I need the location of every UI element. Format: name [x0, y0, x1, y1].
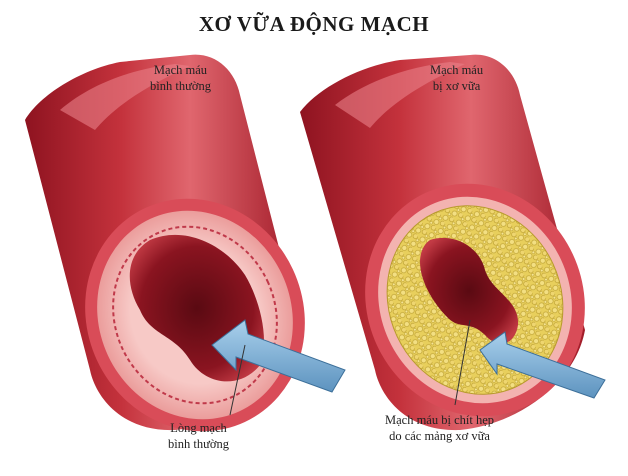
pointer-line-lumen: [229, 344, 246, 416]
label-normal-lumen: Lòng mạch bình thường: [168, 420, 229, 452]
pointer-line-plaque: [454, 319, 471, 406]
label-normal-vessel: Mạch máu bình thường: [150, 62, 211, 94]
label-diseased-vessel-line1: Mạch máu: [430, 63, 484, 77]
label-normal-lumen-line2: bình thường: [168, 437, 229, 451]
page-title: XƠ VỮA ĐỘNG MẠCH: [198, 12, 430, 36]
blood-flow-arrow-left: [211, 319, 346, 393]
diseased-vessel: [300, 54, 585, 431]
blood-flow-arrow-right: [479, 331, 606, 399]
label-narrowed-vessel-line1: Mạch máu bị chít hẹp: [385, 413, 494, 427]
label-narrowed-vessel-line2: do các mảng xơ vữa: [389, 429, 490, 443]
label-normal-vessel-line1: Mạch máu: [153, 63, 208, 77]
normal-vessel: [25, 54, 305, 432]
label-diseased-vessel-line2: bị xơ vữa: [432, 79, 481, 93]
label-diseased-vessel: Mạch máu bị xơ vữa: [430, 62, 483, 94]
label-narrowed-vessel: Mạch máu bị chít hẹp do các mảng xơ vữa: [385, 412, 494, 444]
label-normal-vessel-line2: bình thường: [150, 79, 211, 93]
label-normal-lumen-line1: Lòng mạch: [170, 421, 227, 435]
